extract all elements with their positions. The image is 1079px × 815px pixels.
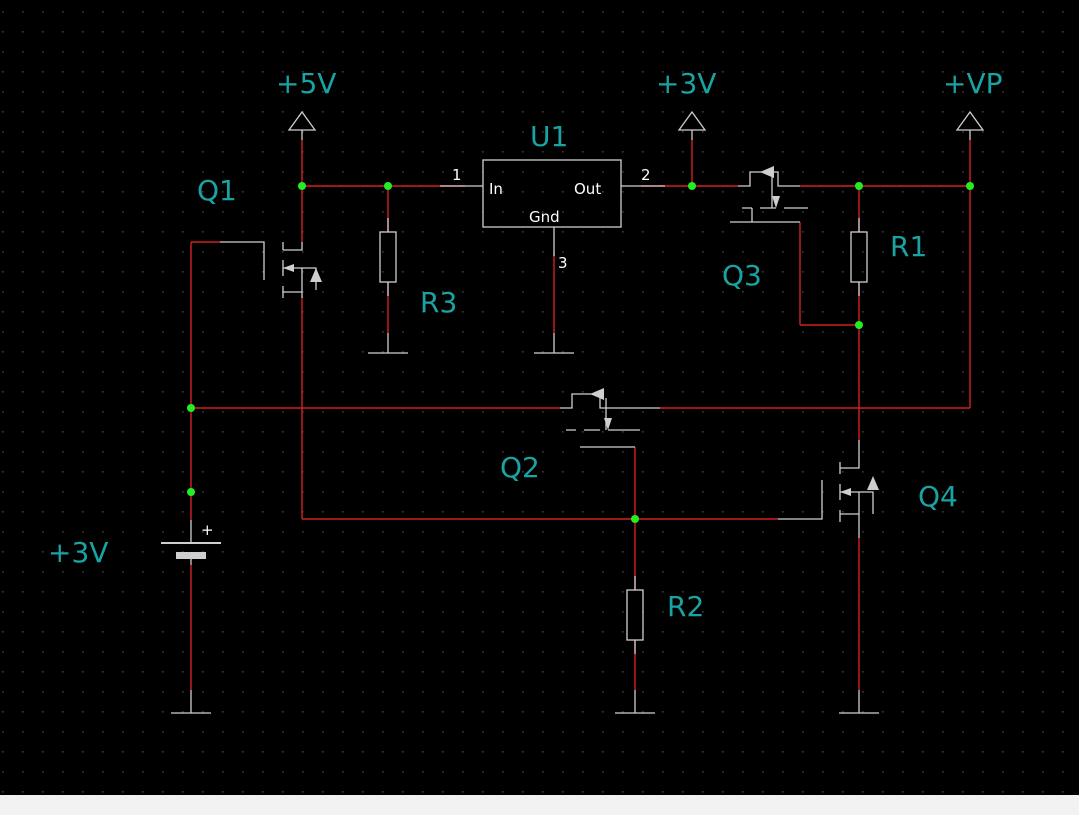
resistor-r1[interactable] (850, 218, 868, 296)
regulator-u1[interactable] (440, 159, 665, 256)
power-label-vp: +VP (943, 67, 1003, 100)
battery-cell[interactable] (161, 520, 221, 565)
resistor-r2[interactable] (626, 576, 644, 654)
power-3v (677, 110, 707, 140)
u1-pin-out: 2 (641, 166, 651, 184)
ground-battery (171, 690, 211, 714)
r1-ref: R1 (890, 230, 927, 263)
u1-in-label: In (489, 180, 503, 198)
triangle-arrow-icon (677, 110, 707, 140)
schematic-canvas[interactable]: +5V +3V +VP +3V + U1 In Out Gnd 1 2 3 Q1… (0, 0, 1079, 795)
mosfet-q3[interactable] (730, 166, 808, 223)
mosfet-q1[interactable] (220, 241, 322, 298)
r3-ref: R3 (420, 286, 457, 319)
mosfet-q2[interactable] (560, 388, 660, 448)
triangle-arrow-icon (955, 110, 985, 140)
u1-pin-in: 1 (452, 166, 462, 184)
u1-out-label: Out (574, 180, 601, 198)
ground-u1 (534, 333, 574, 354)
q4-ref: Q4 (918, 480, 958, 513)
q3-ref: Q3 (722, 259, 762, 292)
ground-r3 (368, 333, 408, 354)
power-label-5v: +5V (276, 67, 336, 100)
junctions (187, 182, 974, 523)
power-label-3v: +3V (656, 67, 716, 100)
power-5v (287, 110, 317, 140)
power-vp (955, 110, 985, 140)
u1-ref: U1 (530, 120, 568, 153)
wires (190, 140, 971, 690)
u1-pin-gnd: 3 (558, 254, 568, 272)
p-channel-mosfet-icon (560, 393, 660, 448)
battery-plus-sign: + (201, 521, 214, 539)
mosfet-q4[interactable] (778, 440, 879, 538)
r2-ref: R2 (667, 590, 704, 623)
u1-gnd-label: Gnd (529, 208, 560, 226)
status-bar (0, 795, 1079, 815)
ground-q4 (839, 690, 879, 714)
battery-label: +3V (48, 536, 108, 569)
triangle-arrow-icon (287, 110, 317, 140)
q1-ref: Q1 (197, 174, 237, 207)
ground-r2 (615, 690, 655, 714)
q2-ref: Q2 (500, 451, 540, 484)
resistor-r3[interactable] (379, 218, 397, 296)
grid-dots (0, 0, 1079, 795)
schematic-diagram: +5V +3V +VP +3V + U1 In Out Gnd 1 2 3 Q1… (0, 0, 1079, 795)
